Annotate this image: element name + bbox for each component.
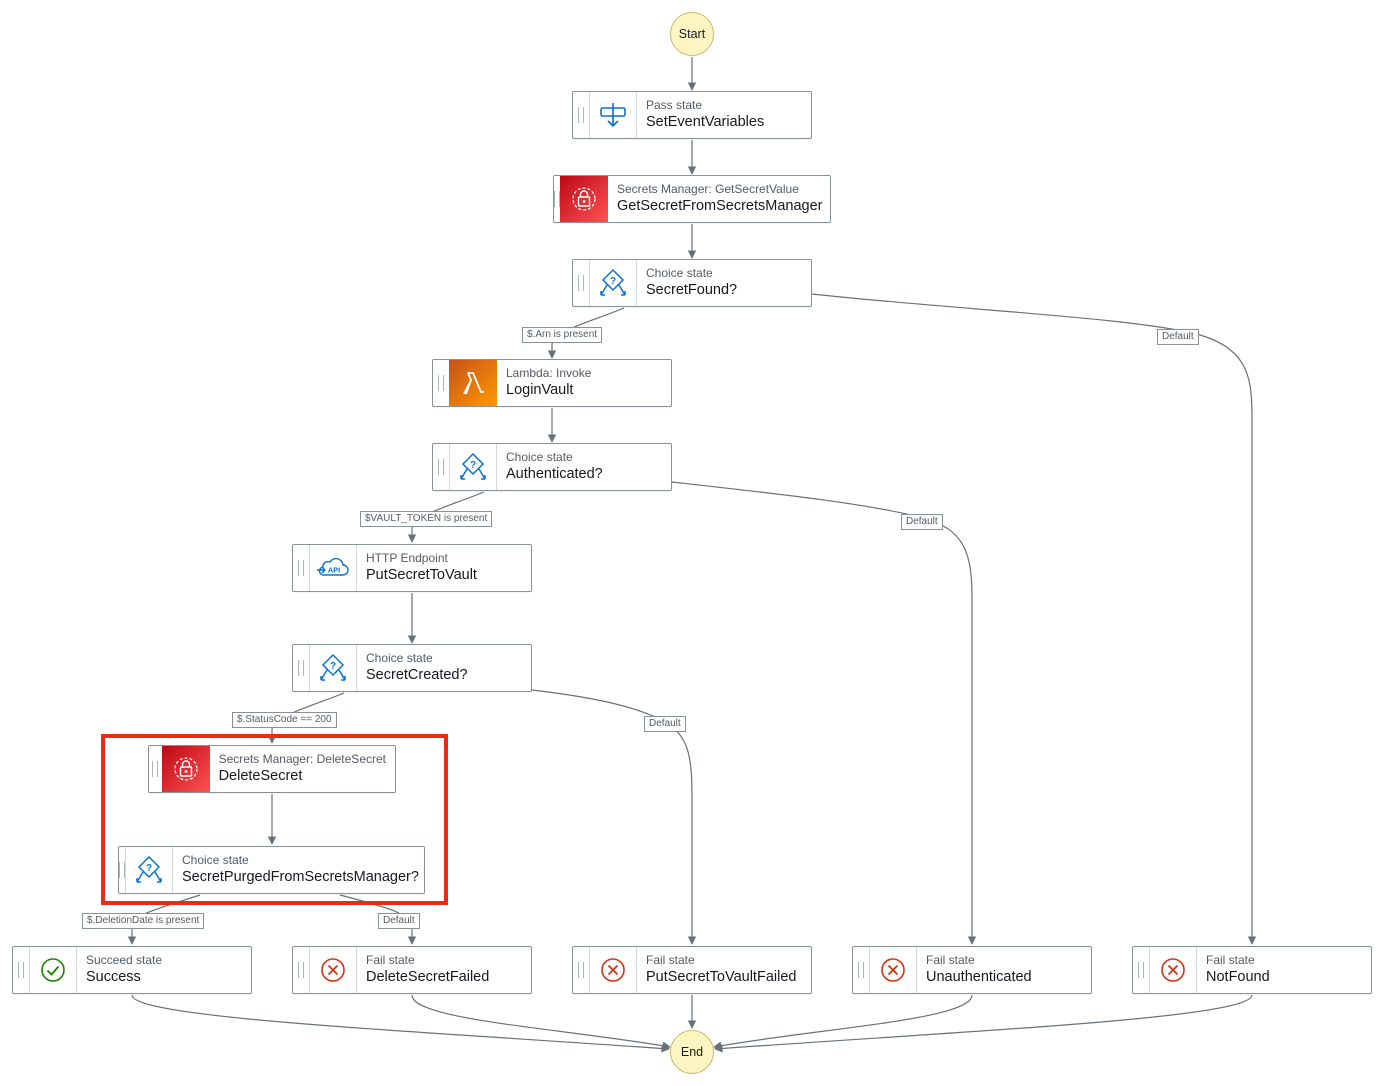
edge-label-auth-default: Default [901,514,943,530]
edge-label-found-default: Default [1157,329,1199,345]
drag-handle[interactable] [13,947,29,993]
state-name: SetEventVariables [646,114,765,130]
x-circle-icon [1149,947,1197,993]
state-name: PutSecretToVault [366,567,477,583]
drag-handle[interactable] [433,360,449,406]
drag-handle[interactable] [573,260,589,306]
drag-handle[interactable] [554,176,560,222]
highlight-box [101,734,448,905]
drag-handle[interactable] [293,947,309,993]
state-type: Fail state [366,953,415,967]
edge-label-created-default: Default [644,716,686,732]
edge-secretfound-to-notfound [811,293,1257,945]
choice-state-icon: ? [125,847,173,893]
state-type: Lambda: Invoke [506,366,592,380]
state-name: Unauthenticated [926,969,1032,985]
drag-handle[interactable] [853,947,869,993]
edge-label-status-200: $.StatusCode == 200 [232,712,337,728]
secrets-manager-icon [560,176,608,222]
state-name: SecretFound? [646,282,738,298]
http-endpoint-api-icon: API [309,545,357,591]
state-type: Secrets Manager: GetSecretValue [617,182,799,196]
state-type: Succeed state [86,953,163,967]
edge-notfound-to-end [714,994,1253,1053]
state-name: Success [86,969,141,985]
edge-deletefailed-to-end [411,994,671,1050]
edge-label-deletion-date-present: $.DeletionDate is present [82,913,205,929]
edge-label-arn-present: $.Arn is present [522,327,603,343]
x-circle-icon [589,947,637,993]
drag-handle[interactable] [573,947,589,993]
svg-text:?: ? [610,276,616,287]
state-type: Fail state [926,953,975,967]
state-type: Fail state [1206,953,1255,967]
state-name: GetSecretFromSecretsManager [617,198,823,214]
svg-text:?: ? [146,863,152,874]
check-circle-icon [29,947,77,993]
x-circle-icon [309,947,357,993]
pass-state-icon [589,92,637,138]
state-name: NotFound [1206,969,1270,985]
edge-label-vault-token-present: $VAULT_TOKEN is present [360,511,493,527]
edge-unauthenticated-to-end [713,994,973,1050]
state-name: DeleteSecretFailed [366,969,490,985]
edge-success-to-end [131,994,670,1053]
drag-handle[interactable] [573,92,589,138]
secrets-manager-icon [161,746,210,792]
drag-handle[interactable] [1133,947,1149,993]
choice-state-icon: ? [589,260,637,306]
drag-handle[interactable] [293,645,309,691]
svg-text:?: ? [330,661,336,672]
state-type: Choice state [506,450,573,464]
state-name: LoginVault [506,382,574,398]
svg-text:?: ? [470,460,476,471]
choice-state-icon: ? [449,444,497,490]
start-node[interactable]: Start [670,12,714,56]
drag-handle[interactable] [433,444,449,490]
state-type: Secrets Manager: DeleteSecret [218,752,386,766]
state-type: Choice state [646,266,713,280]
drag-handle[interactable] [293,545,309,591]
end-node[interactable]: End [670,1030,714,1074]
state-type: Pass state [646,98,703,112]
edge-label-purged-default: Default [378,913,420,929]
state-name: PutSecretToVaultFailed [646,969,797,985]
choice-state-icon: ? [309,645,357,691]
state-name: SecretPurgedFromSecretsManager? [182,869,419,885]
state-name: Authenticated? [506,466,603,482]
state-type: Choice state [182,853,249,867]
state-name: DeleteSecret [218,768,303,784]
state-type: HTTP Endpoint [366,551,448,565]
lambda-icon [449,360,497,406]
state-name: SecretCreated? [366,667,468,683]
edge-authenticated-to-unauthenticated [671,481,977,945]
drag-handle[interactable] [119,847,125,893]
state-type: Choice state [366,651,433,665]
drag-handle[interactable] [149,746,162,792]
state-type: Fail state [646,953,695,967]
svg-text:API: API [328,566,341,575]
x-circle-icon [869,947,917,993]
